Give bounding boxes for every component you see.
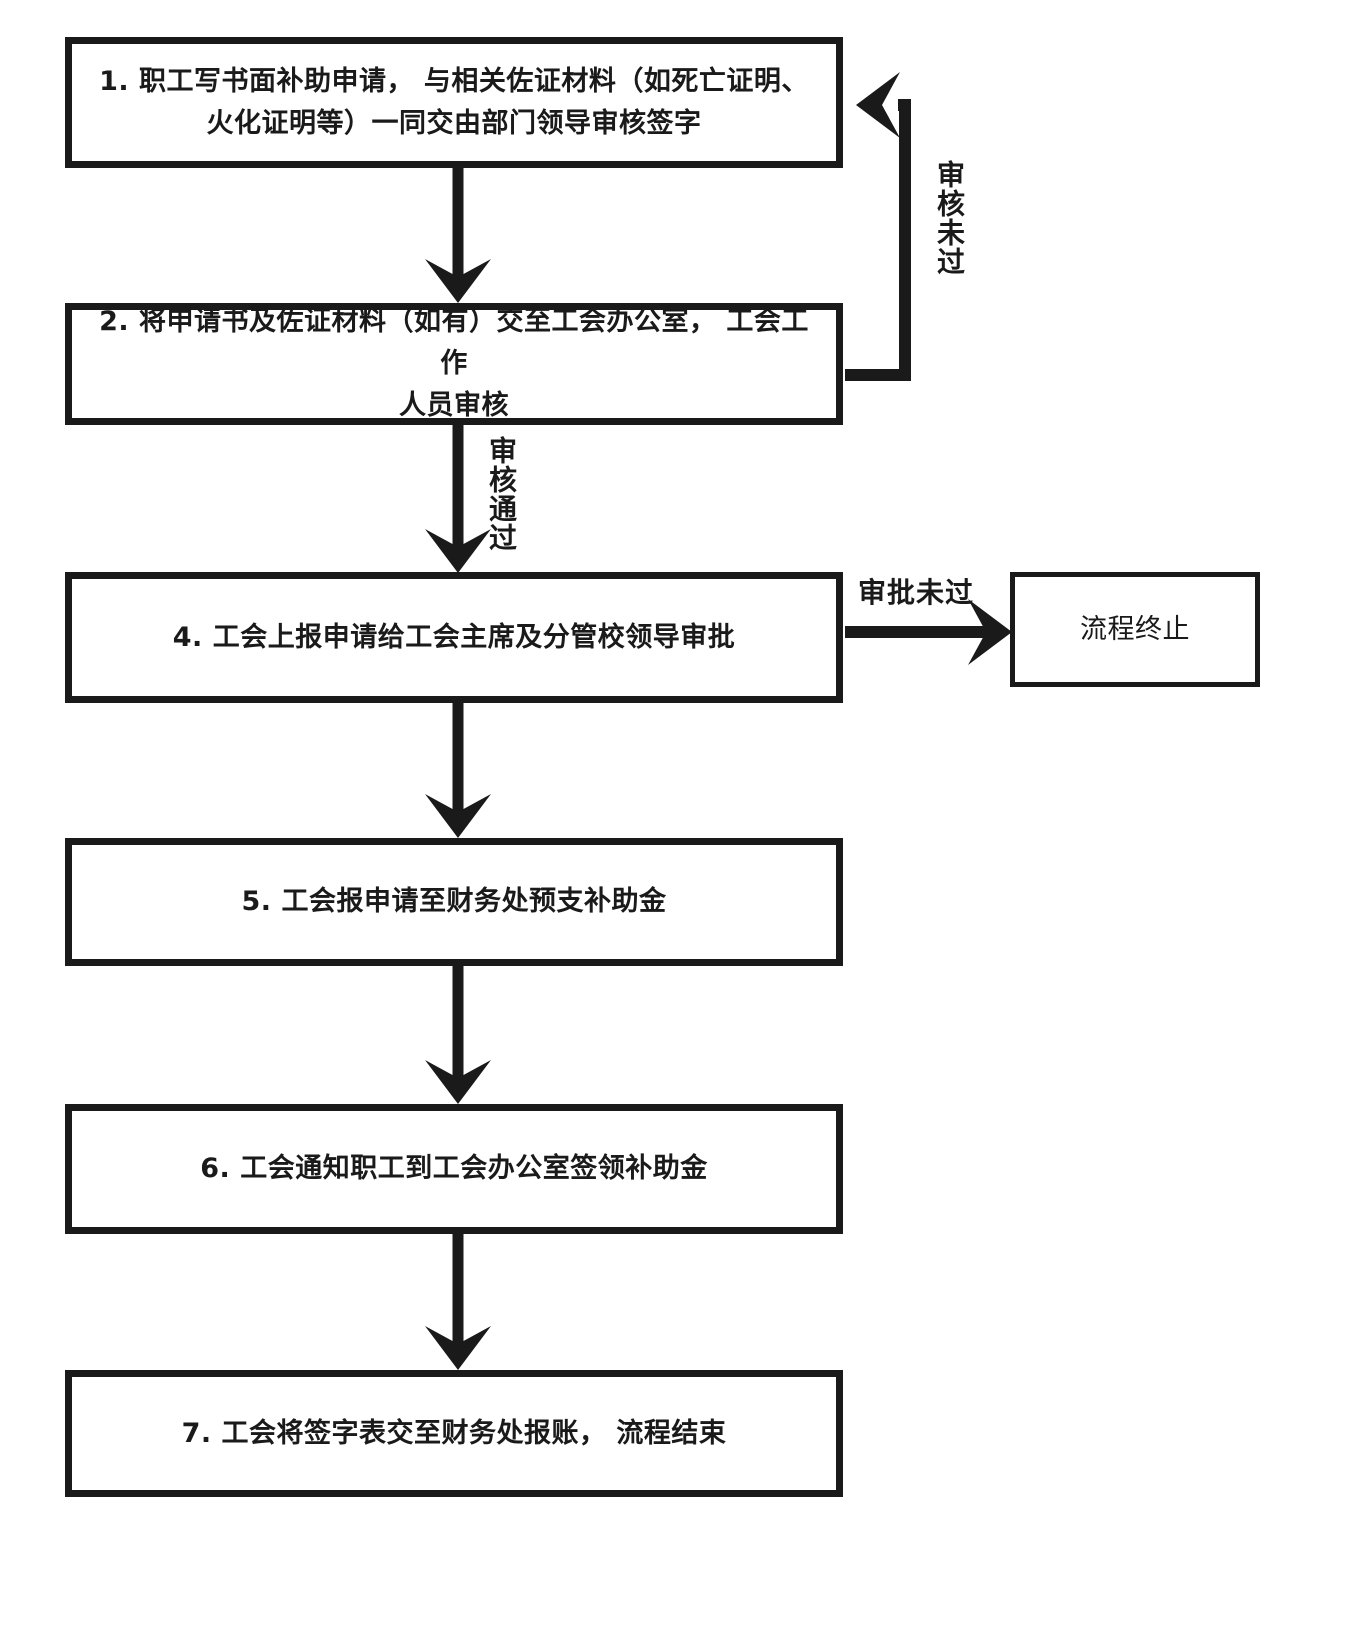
connector-step6-to-step7 [425,1234,491,1370]
connector-step2-to-step4 [425,425,491,573]
process-box-step-1[interactable]: 1. 职工写书面补助申请， 与相关佐证材料（如死亡证明、 火化证明等）一同交由部… [65,37,843,168]
edge-label-review-not-passed: 审核未过 [933,160,966,276]
process-box-step-4-label: 4. 工会上报申请给工会主席及分管校领导审批 [172,621,736,653]
connector-step2-back-to-step1 [845,72,911,381]
process-box-step-2[interactable]: 2. 将申请书及佐证材料（如有）交至工会办公室， 工会工作 人员审核 [65,303,843,425]
process-box-step-4[interactable]: 4. 工会上报申请给工会主席及分管校领导审批 [65,572,843,703]
connector-step5-to-step6 [425,966,491,1104]
process-box-step-7[interactable]: 7. 工会将签字表交至财务处报账， 流程结束 [65,1370,843,1497]
process-box-step-1-label: 1. 职工写书面补助申请， 与相关佐证材料（如死亡证明、 火化证明等）一同交由部… [99,65,809,139]
process-box-step-5[interactable]: 5. 工会报申请至财务处预支补助金 [65,838,843,966]
process-box-step-6[interactable]: 6. 工会通知职工到工会办公室签领补助金 [65,1104,843,1234]
edge-label-approval-not-passed: 审批未过 [858,576,975,609]
process-box-step-2-label: 2. 将申请书及佐证材料（如有）交至工会办公室， 工会工作 人员审核 [99,306,809,421]
connector-step4-to-step5 [425,703,491,838]
process-box-step-7-label: 7. 工会将签字表交至财务处报账， 流程结束 [181,1417,727,1449]
edge-label-review-passed: 审核通过 [485,436,518,552]
terminal-box-label: 流程终止 [1080,613,1190,645]
process-box-step-5-label: 5. 工会报申请至财务处预支补助金 [241,886,667,918]
process-box-step-6-label: 6. 工会通知职工到工会办公室签领补助金 [200,1153,708,1185]
terminal-box-process-stopped[interactable]: 流程终止 [1010,572,1260,687]
connector-step1-to-step2 [425,168,491,303]
